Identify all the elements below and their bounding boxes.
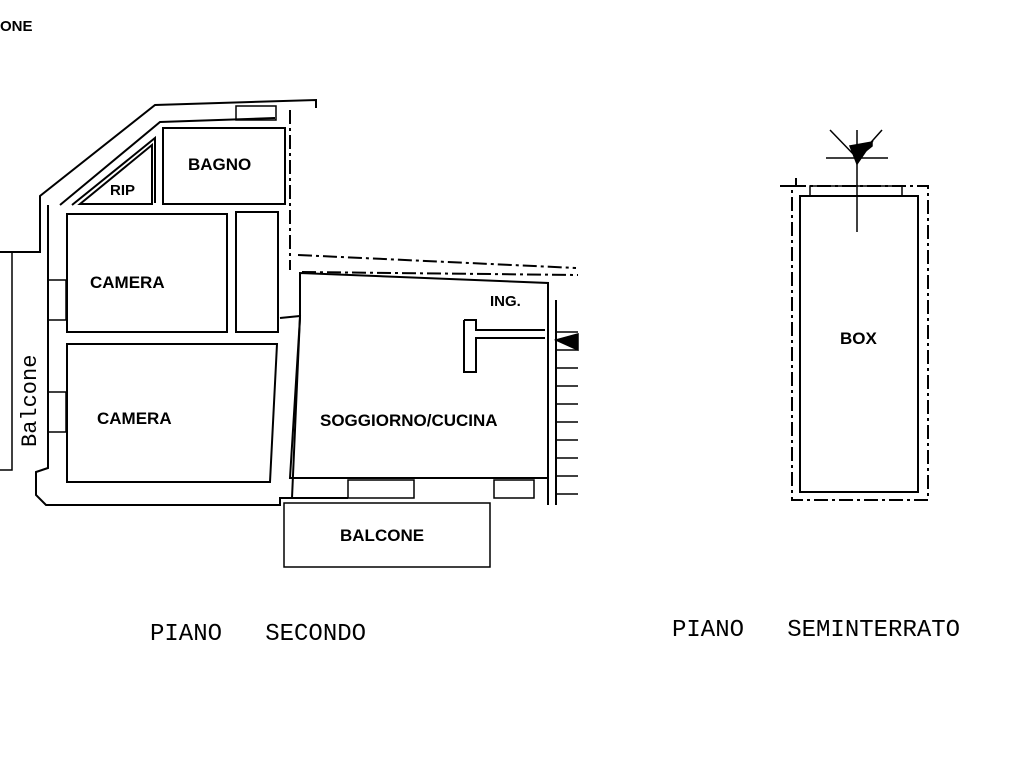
label-camera-bottom: CAMERA	[97, 409, 172, 428]
label-box: BOX	[840, 329, 878, 348]
second-floor-plan	[0, 98, 579, 568]
ingresso-partition	[463, 319, 545, 373]
room-bagno	[162, 127, 286, 205]
room-rip	[77, 142, 153, 205]
label-camera-top: CAMERA	[90, 273, 165, 292]
corner-label: ONE	[0, 18, 33, 35]
stair-wall	[547, 290, 557, 505]
label-bagno: BAGNO	[188, 155, 251, 174]
label-rip: RIP	[110, 182, 135, 199]
room-camera-top	[66, 213, 228, 333]
room-camera-bottom	[66, 343, 279, 483]
balcone-side	[0, 251, 13, 471]
basement-plan	[780, 129, 929, 501]
box-boundary-dashdot	[791, 185, 929, 501]
balcone-bottom	[283, 502, 491, 568]
box-corner-left	[780, 178, 797, 187]
label-balcone-bottom: BALCONE	[340, 526, 424, 545]
window-bagno	[235, 105, 277, 121]
label-balcone-side: Balcone	[18, 355, 43, 447]
window-bottom-1	[347, 479, 415, 499]
window-left-2	[47, 391, 67, 433]
wall-soggiorno-left	[279, 314, 302, 499]
room-corridor	[235, 211, 279, 333]
outer-wall-outer	[0, 98, 317, 253]
north-arrow-icon	[826, 129, 888, 232]
caption-basement: PIANO SEMINTERRATO	[672, 617, 960, 644]
stairs	[553, 331, 579, 495]
boundary-dashdot-upper	[289, 110, 579, 276]
outer-wall-inner	[35, 205, 348, 506]
window-bottom-2	[493, 479, 535, 499]
diagonal-wall-inner	[71, 135, 156, 206]
box-door	[809, 185, 903, 197]
window-left-1	[47, 279, 67, 321]
label-soggiorno: SOGGIORNO/CUCINA	[320, 411, 498, 430]
label-ingresso: ING.	[490, 293, 521, 310]
caption-second-floor: PIANO SECONDO	[150, 621, 366, 648]
